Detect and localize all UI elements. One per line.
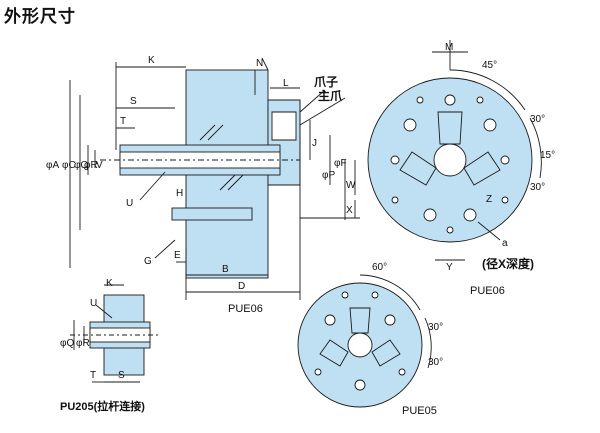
label-phiR: φR [84,160,98,171]
jaw-left-pue05 [319,339,349,367]
front-view-pue06 [367,40,542,261]
label-phiC: φC [62,160,76,171]
label-H: H [176,188,183,199]
label-pu205-phiQ: φQ [60,338,74,349]
label-J: J [312,138,317,149]
label-30deg-a: 30° [530,114,545,125]
label-X: X [346,205,353,216]
caption-pu205: PU205(拉杆连接) [60,399,145,413]
label-45deg: 45° [482,60,497,71]
label-L: L [283,78,289,89]
label-jaw: 爪子 [314,75,338,89]
caption-front-pue06: PUE06 [470,285,505,297]
caption-front-pue05: PUE05 [402,405,437,417]
label-M: M [445,42,453,53]
caption-side-pue06: PUE06 [228,303,263,315]
label-phiF: φF [334,158,347,169]
label-G: G [144,256,152,267]
label-pu205-phiR: φR [76,338,90,349]
label-K: K [148,55,155,66]
label-phiP: φP [322,170,335,181]
page-title: 外形尺寸 [4,7,76,27]
jaw-top-pue05 [349,307,371,334]
label-pu205-T: T [90,370,96,381]
label-W: W [346,180,356,191]
side-section-view [69,57,360,300]
label-U: U [126,198,133,209]
label-T: T [120,116,126,127]
pu205-detail [70,284,160,383]
label-30deg-c: 30° [428,322,443,333]
label-N: N [256,58,263,69]
label-V: V [96,160,103,171]
master-jaw [271,111,297,141]
jaw-right-pue06 [463,151,501,186]
label-hole-note: (径X深度) [482,256,534,271]
jaw-right-pue05 [371,339,401,367]
label-phiA: φA [46,160,59,171]
label-30deg-d: 30° [428,357,443,368]
label-15deg: 15° [540,150,555,161]
label-B: B [222,264,229,275]
label-60deg: 60° [372,262,387,273]
label-pu205-K: K [106,278,113,289]
label-D: D [238,281,245,292]
label-master-jaw: 主爪 [318,88,343,103]
label-S: S [130,96,137,107]
label-Y: Y [446,262,453,273]
jaw-top-pue06 [437,111,463,145]
label-a: a [502,238,508,249]
label-E: E [174,250,181,261]
mount-bolt [171,207,253,221]
label-phiQ: φQ [74,160,88,171]
label-pu205-U: U [90,298,97,309]
label-pu205-S: S [118,370,125,381]
jaw-left-pue06 [399,151,437,186]
label-Z: Z [486,194,492,205]
front-view-pue05 [297,274,432,408]
label-30deg-b: 30° [530,182,545,193]
